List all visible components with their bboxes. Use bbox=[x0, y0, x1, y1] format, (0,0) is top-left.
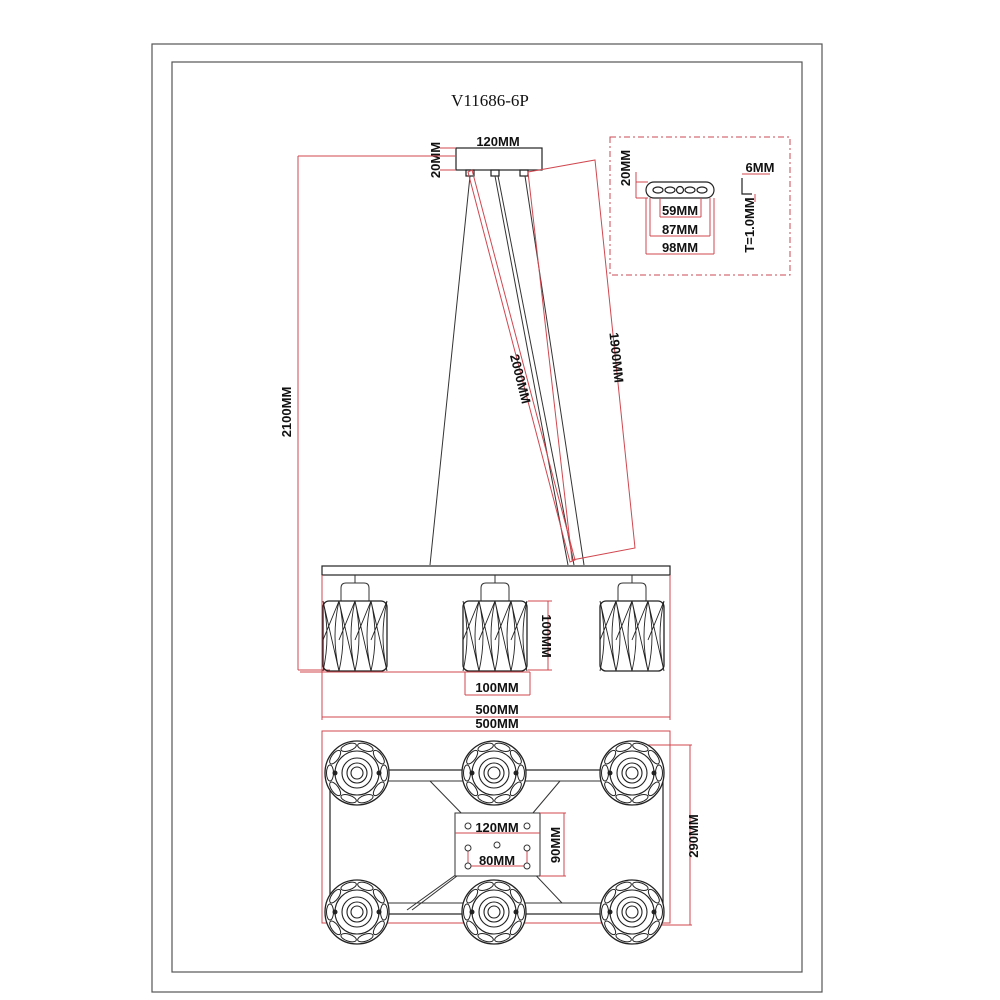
bracket-length-label: 98MM bbox=[662, 240, 698, 255]
shade-bottom bbox=[324, 879, 390, 945]
light-bar bbox=[321, 565, 671, 576]
mounting-hole bbox=[523, 844, 531, 852]
bracket-height-label: 20MM bbox=[618, 150, 633, 186]
bracket-flange-label: 6MM bbox=[746, 160, 775, 175]
canopy bbox=[440, 147, 543, 177]
inner-frame bbox=[171, 61, 803, 973]
mounting-hole bbox=[464, 844, 472, 852]
plate-hole-spacing-label: 80MM bbox=[479, 853, 515, 868]
mounting-hole bbox=[523, 822, 531, 830]
plate-height-label: 90MM bbox=[548, 827, 563, 863]
bracket-thickness-label: T=1.0MM bbox=[742, 197, 757, 252]
plate-width-label: 120MM bbox=[475, 820, 518, 835]
bracket-hole-spacing-label: 87MM bbox=[662, 222, 698, 237]
shade-width-label: 100MM bbox=[475, 680, 518, 695]
bar-length-label: 500MM bbox=[475, 702, 518, 717]
suspension-wires bbox=[429, 175, 585, 566]
shade-height-label: 100MM bbox=[539, 614, 554, 657]
total-height-label: 2100MM bbox=[279, 387, 294, 438]
mounting-hole bbox=[523, 862, 531, 870]
pendant-shade bbox=[322, 575, 388, 672]
cable-length-dimension bbox=[467, 169, 576, 563]
mounting-hole bbox=[464, 862, 472, 870]
shade-bottom bbox=[461, 879, 527, 945]
shade-dimensions bbox=[300, 600, 670, 718]
mounting-hole bbox=[464, 822, 472, 830]
pendant-shade bbox=[462, 575, 528, 672]
outer-frame bbox=[151, 43, 823, 993]
wire-length-dimension bbox=[527, 159, 636, 561]
canopy-height-label: 20MM bbox=[428, 142, 443, 178]
bottom-length-label: 500MM bbox=[475, 716, 518, 731]
model-title: V11686-6P bbox=[451, 91, 529, 110]
mounting-hole bbox=[493, 841, 501, 849]
bottom-view bbox=[321, 730, 692, 945]
shade-bottom bbox=[461, 740, 527, 806]
shade-bottom bbox=[599, 879, 665, 945]
shade-bottom bbox=[599, 740, 665, 806]
canopy-width-label: 120MM bbox=[476, 134, 519, 149]
pendant-shade bbox=[599, 575, 665, 672]
shades-side bbox=[322, 575, 665, 672]
shade-bottom bbox=[324, 740, 390, 806]
bottom-depth-label: 290MM bbox=[686, 814, 701, 857]
bracket-detail bbox=[609, 136, 791, 276]
wire-length-label: 1900MM bbox=[606, 332, 626, 384]
bracket-slot-spacing-label: 59MM bbox=[662, 203, 698, 218]
